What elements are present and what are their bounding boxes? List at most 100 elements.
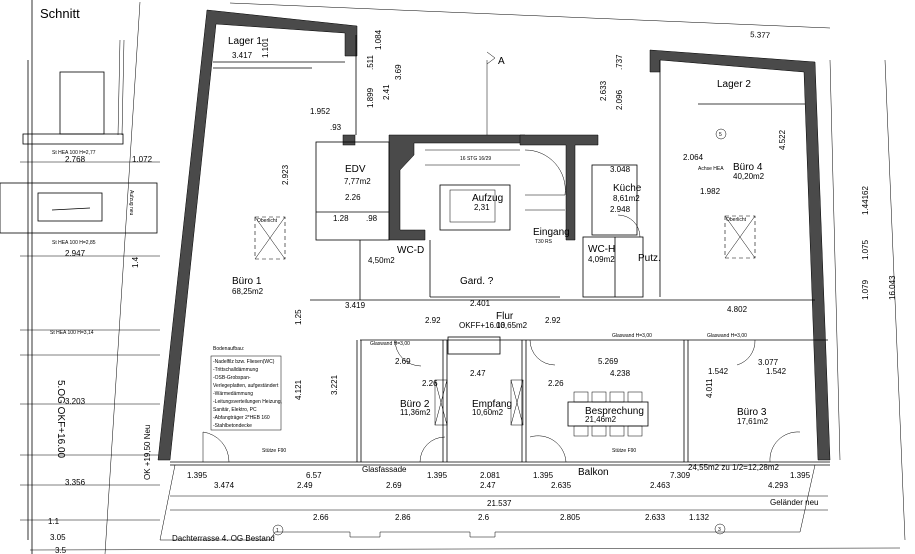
floor-buildup-title: Bodenaufbau: bbox=[213, 346, 244, 352]
dimension-label: 3.356 bbox=[65, 478, 86, 487]
dimension-label: 3.077 bbox=[758, 358, 779, 367]
doors bbox=[202, 214, 801, 463]
room-name: Büro 2 bbox=[400, 399, 430, 410]
axis-marker: 1 3 5 bbox=[272, 128, 727, 536]
dimension-label: 7.309 bbox=[670, 471, 691, 480]
room-name: Besprechung bbox=[585, 406, 644, 417]
dimension-label: 2.768 bbox=[65, 155, 86, 164]
dimension-label: 1.4 bbox=[131, 256, 140, 268]
terrace bbox=[29, 2, 906, 551]
dimension-label: 2.633 bbox=[645, 513, 666, 522]
floor-buildup-item: -Leitungsverteilungen Heizung, bbox=[213, 399, 282, 405]
dimension-label: 3.417 bbox=[232, 51, 253, 60]
dimension-label: 1.395 bbox=[790, 471, 811, 480]
floor-buildup-item: -OSB-Grobspan- bbox=[213, 375, 251, 381]
dimension-label: 5.377 bbox=[750, 30, 771, 40]
dimension-label: 3.69 bbox=[394, 64, 403, 80]
floor-buildup-item: -Nadelfilz bzw. Fliesen(WC) bbox=[213, 359, 275, 365]
stair-icon bbox=[425, 149, 566, 211]
dimension-label: 1.395 bbox=[427, 471, 448, 480]
dimension-label: 2.633 bbox=[599, 80, 608, 101]
skylight-icon bbox=[254, 216, 286, 260]
interior-walls bbox=[170, 35, 830, 466]
floor-buildup-item: -Trittschalldämmung bbox=[213, 367, 258, 373]
dimension-label: 4.121 bbox=[294, 379, 303, 400]
dimension-label: 1.899 bbox=[366, 87, 375, 108]
room-area: 10,60m2 bbox=[472, 408, 504, 417]
dimension-label: 3.474 bbox=[214, 481, 235, 490]
room-area: 17,61m2 bbox=[737, 417, 769, 426]
dimension-label: 1.542 bbox=[766, 367, 787, 376]
floor-level-label: OKFF+16.00 bbox=[459, 321, 506, 330]
dimension-label: .737 bbox=[615, 54, 624, 70]
dimension-label: 2.69 bbox=[386, 481, 402, 490]
dimension-label: 1.132 bbox=[689, 513, 710, 522]
skylights bbox=[254, 149, 756, 437]
room-area: 4,50m2 bbox=[368, 256, 395, 265]
section-marker: A bbox=[498, 56, 505, 67]
dimension-label: 1.084 bbox=[374, 29, 383, 50]
dimension-label: 4.011 bbox=[705, 378, 714, 398]
column-label: Stütze F90 bbox=[612, 448, 636, 454]
dimension-label: .93 bbox=[330, 123, 342, 132]
balcony-label: Balkon bbox=[578, 467, 609, 478]
dimension-label: 2.081 bbox=[480, 471, 501, 480]
ok-new-label: OK +19,50 Neu bbox=[143, 425, 152, 480]
dimension-label: 2.47 bbox=[480, 481, 496, 490]
skylight-label: Oberlicht bbox=[257, 218, 278, 224]
dimension-label: 6.57 bbox=[306, 471, 322, 480]
glass-wall-label: Glaswand H=3,00 bbox=[612, 333, 652, 339]
floor-buildup-notes: Bodenaufbau: -Nadelfilz bzw. Fliesen(WC)… bbox=[210, 346, 282, 431]
floor-buildup-item: Sanitär, Elektro, PC bbox=[213, 407, 257, 413]
dimension-label: .511 bbox=[366, 54, 375, 70]
room-area: 7,77m2 bbox=[344, 177, 371, 186]
elevator-new-label: Aufzug neu bbox=[128, 190, 134, 216]
dimension-label: 2.923 bbox=[281, 164, 290, 185]
room-area: 2,31 bbox=[474, 203, 490, 212]
dimension-label: 2.41 bbox=[382, 84, 391, 100]
dimension-label: 1.072 bbox=[132, 155, 153, 164]
floor-buildup-item: Verlegeplatten, aufgeständert bbox=[213, 383, 279, 389]
room-area: T30 RS bbox=[535, 239, 553, 245]
beam-lines bbox=[20, 161, 160, 521]
dimension-label: 3.203 bbox=[65, 397, 86, 406]
column-label: Stütze F90 bbox=[262, 448, 286, 454]
dimension-label: 2.92 bbox=[425, 316, 441, 325]
stairs-label: 16 STG 16/29 bbox=[460, 156, 491, 162]
room-name: WC-H bbox=[588, 244, 615, 255]
dimension-label: 2.49 bbox=[297, 481, 313, 490]
dimension-label: 1.1 bbox=[48, 517, 60, 526]
dimension-label: 2.401 bbox=[470, 299, 491, 308]
dimension-label: 2.69 bbox=[395, 357, 411, 366]
room-name: Lager 1 bbox=[228, 36, 262, 47]
room-name: Putz. bbox=[638, 253, 661, 264]
dimension-label: 2.6 bbox=[478, 513, 490, 522]
section-title: Schnitt bbox=[40, 6, 80, 21]
dimension-label: 2.635 bbox=[551, 481, 572, 490]
room-name: EDV bbox=[345, 164, 366, 175]
dimension-label: 2.26 bbox=[548, 379, 564, 388]
dimension-label: 1.395 bbox=[533, 471, 554, 480]
conference-table bbox=[567, 391, 649, 437]
dimension-label: 1.982 bbox=[700, 187, 721, 196]
room-area: 40,20m2 bbox=[733, 172, 765, 181]
svg-text:3: 3 bbox=[718, 527, 721, 533]
floor-buildup-item: -Abfangträger 2*HEB 160 bbox=[213, 415, 270, 421]
room-name: Lager 2 bbox=[717, 79, 751, 90]
dimension-label: 2.948 bbox=[610, 205, 631, 214]
skylight-label: Oberlicht bbox=[726, 217, 747, 223]
dimension-label: .98 bbox=[366, 214, 378, 223]
room-name: Büro 3 bbox=[737, 407, 767, 418]
dimension-label: 2.66 bbox=[313, 513, 329, 522]
dimension-label: 21.537 bbox=[487, 499, 512, 508]
dimension-label: 16.043 bbox=[888, 275, 897, 300]
room-name: WC-D bbox=[397, 245, 424, 256]
roof-terrace-label: Dachterrasse 4. OG Bestand bbox=[172, 534, 275, 543]
dimension-label: 4.522 bbox=[778, 129, 787, 150]
axis-hea-label: Achse HEA bbox=[698, 166, 724, 172]
dimension-label: 2.463 bbox=[650, 481, 671, 490]
room-labels: Lager 1 EDV 7,77m2 Büro 1 68,25m2 Aufzug… bbox=[228, 36, 769, 426]
dimension-label: 3.221 bbox=[330, 374, 339, 395]
